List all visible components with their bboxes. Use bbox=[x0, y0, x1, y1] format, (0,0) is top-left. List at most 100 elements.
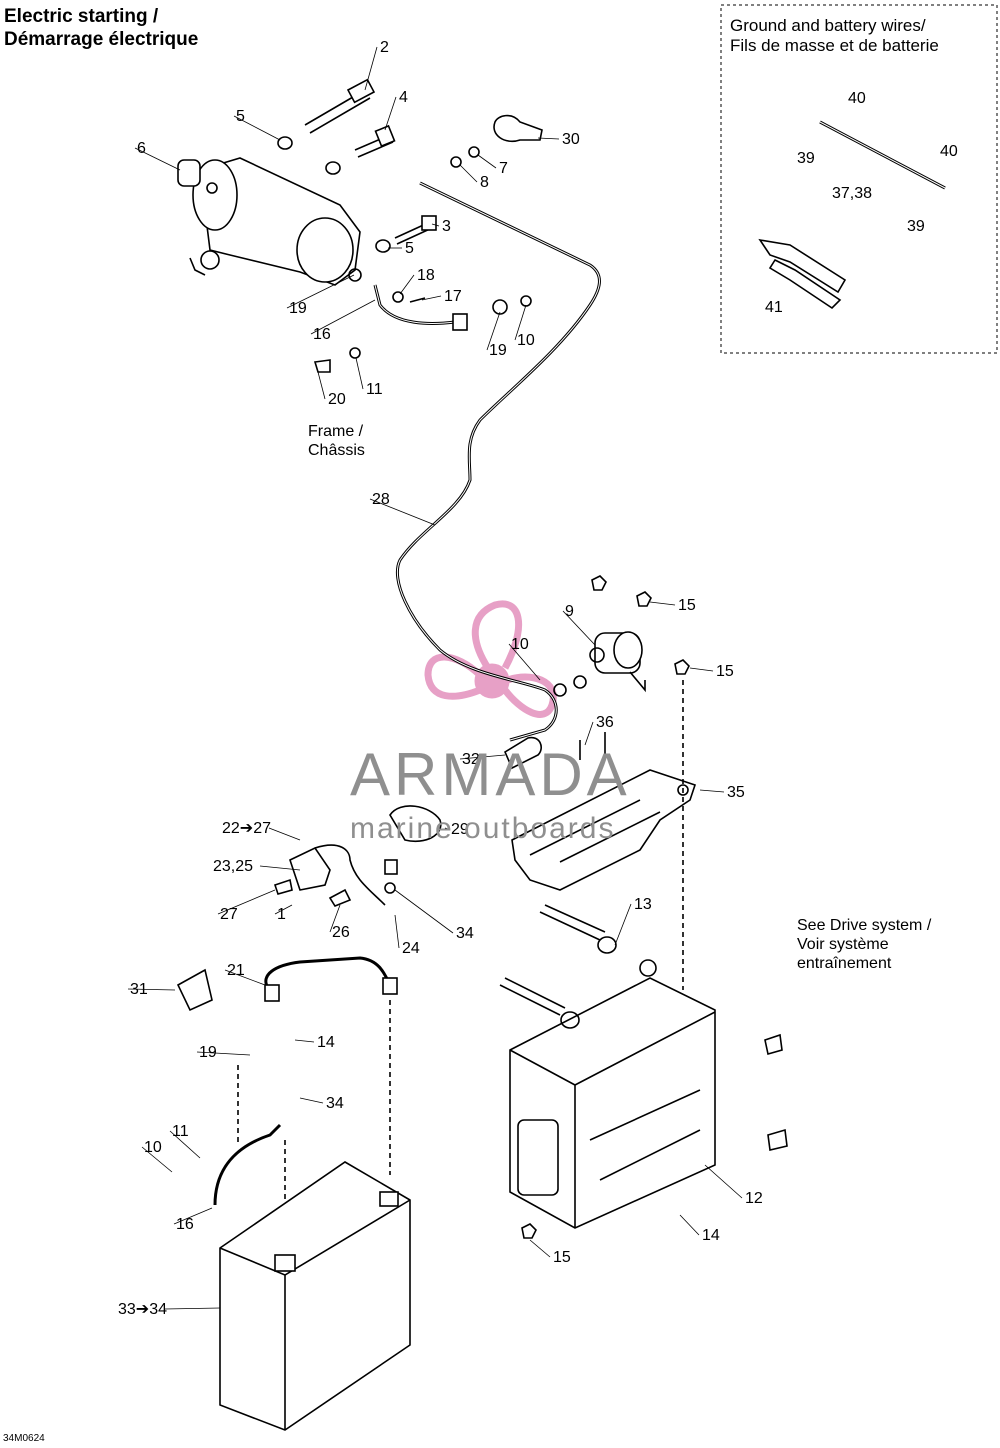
ground-cable-lower bbox=[213, 1123, 282, 1206]
callout-label: 2 bbox=[380, 39, 389, 56]
leader-line bbox=[514, 304, 527, 341]
callout-label: 15 bbox=[678, 597, 696, 614]
nut bbox=[591, 575, 607, 591]
callout-label: 21 bbox=[227, 962, 245, 979]
callout-label: 10 bbox=[144, 1139, 162, 1156]
leader-line bbox=[459, 164, 478, 183]
terminal-cap bbox=[493, 114, 543, 142]
leader-line bbox=[127, 988, 176, 991]
washer bbox=[277, 136, 293, 150]
inset-callout-label: 37,38 bbox=[832, 185, 872, 202]
leader-line bbox=[508, 643, 541, 681]
callout-label: 22➔27 bbox=[222, 820, 271, 837]
callout-label: 12 bbox=[745, 1190, 763, 1207]
leader-line bbox=[394, 914, 400, 949]
nut bbox=[468, 146, 480, 158]
drive-note-line2: Voir système bbox=[797, 936, 889, 953]
leader-line bbox=[169, 1130, 201, 1159]
leader-line bbox=[679, 1214, 700, 1236]
diagram-title-en: Electric starting / bbox=[4, 6, 159, 27]
fuse-holder bbox=[273, 844, 386, 907]
ground-wire bbox=[819, 120, 946, 190]
callout-label: 11 bbox=[366, 381, 383, 398]
terminal-cap bbox=[503, 736, 542, 770]
nut bbox=[636, 591, 652, 607]
callout-label: 34 bbox=[326, 1095, 344, 1112]
leader-line bbox=[196, 1051, 251, 1056]
inset-title-en: Ground and battery wires/ bbox=[730, 16, 926, 35]
drive-note-line3: entraînement bbox=[797, 955, 892, 972]
callout-label: 23,25 bbox=[213, 858, 253, 875]
leader-line bbox=[431, 223, 440, 227]
callout-label: 5 bbox=[236, 108, 245, 125]
callout-label: 32 bbox=[462, 751, 480, 768]
callout-label: 19 bbox=[289, 300, 307, 317]
washer bbox=[325, 161, 341, 175]
callout-label: 14 bbox=[317, 1034, 335, 1051]
inset-callout-label: 40 bbox=[848, 90, 866, 107]
leader-line bbox=[141, 1146, 173, 1173]
callout-label: 30 bbox=[562, 131, 580, 148]
leader-line bbox=[310, 299, 376, 335]
callout-label: 6 bbox=[137, 140, 146, 157]
leader-line bbox=[399, 274, 415, 295]
leader-line bbox=[444, 827, 449, 830]
ground-cable-upper bbox=[373, 284, 456, 325]
leader-line bbox=[134, 147, 181, 171]
leader-line bbox=[394, 889, 454, 934]
leader-line bbox=[294, 1039, 315, 1043]
nut bbox=[450, 156, 462, 168]
leader-line bbox=[233, 115, 281, 141]
leader-line bbox=[364, 46, 378, 91]
nut bbox=[674, 659, 690, 675]
inset-callout-label: 40 bbox=[940, 143, 958, 160]
leader-line bbox=[421, 295, 442, 301]
callout-label: 15 bbox=[553, 1249, 571, 1266]
callout-label: 10 bbox=[511, 636, 529, 653]
callout-label: 35 bbox=[727, 784, 745, 801]
leader-line bbox=[286, 274, 355, 309]
solenoid-bracket bbox=[511, 732, 697, 891]
leader-line bbox=[477, 154, 497, 169]
leader-line bbox=[217, 889, 276, 915]
leader-line bbox=[355, 357, 364, 390]
washer bbox=[375, 239, 391, 253]
callout-label: 13 bbox=[634, 896, 652, 913]
starter-solenoid bbox=[553, 631, 646, 697]
leader-line bbox=[584, 721, 594, 746]
callout-label: 7 bbox=[499, 160, 508, 177]
callout-label: 5 bbox=[405, 240, 414, 257]
leader-line bbox=[704, 1164, 743, 1199]
diagram-title-fr: Démarrage électrique bbox=[4, 29, 199, 50]
frame-note-en: Frame / bbox=[308, 423, 364, 440]
leader-line bbox=[329, 904, 341, 933]
callout-label: 20 bbox=[328, 391, 346, 408]
watermark-brand: ARMADA bbox=[350, 741, 631, 808]
leader-line bbox=[649, 601, 676, 606]
leader-line bbox=[164, 1307, 221, 1310]
callout-label: 3 bbox=[442, 218, 451, 235]
callout-label: 33➔34 bbox=[118, 1301, 167, 1318]
callout-label: 4 bbox=[399, 89, 408, 106]
callout-label: 24 bbox=[402, 940, 420, 957]
callout-label: 14 bbox=[702, 1227, 720, 1244]
terminal-cap bbox=[389, 805, 442, 842]
leader-line bbox=[562, 610, 596, 646]
leader-line bbox=[259, 865, 301, 871]
leader-line bbox=[529, 1239, 551, 1258]
leader-line bbox=[274, 904, 293, 915]
starter-motor bbox=[177, 157, 361, 286]
watermark-propeller-icon bbox=[424, 600, 557, 718]
callout-label: 26 bbox=[332, 924, 350, 941]
inset-callout-label: 41 bbox=[765, 299, 783, 316]
callout-label: 8 bbox=[480, 174, 489, 191]
inset-title-fr: Fils de masse et de batterie bbox=[730, 36, 939, 55]
starter-bolt bbox=[304, 78, 396, 158]
leader-line bbox=[224, 969, 266, 986]
battery-tray bbox=[509, 959, 716, 1229]
leader-line bbox=[268, 827, 301, 841]
leader-line bbox=[614, 903, 632, 946]
callout-label: 28 bbox=[372, 491, 390, 508]
leader-line bbox=[689, 667, 714, 672]
inset-box bbox=[720, 4, 998, 354]
